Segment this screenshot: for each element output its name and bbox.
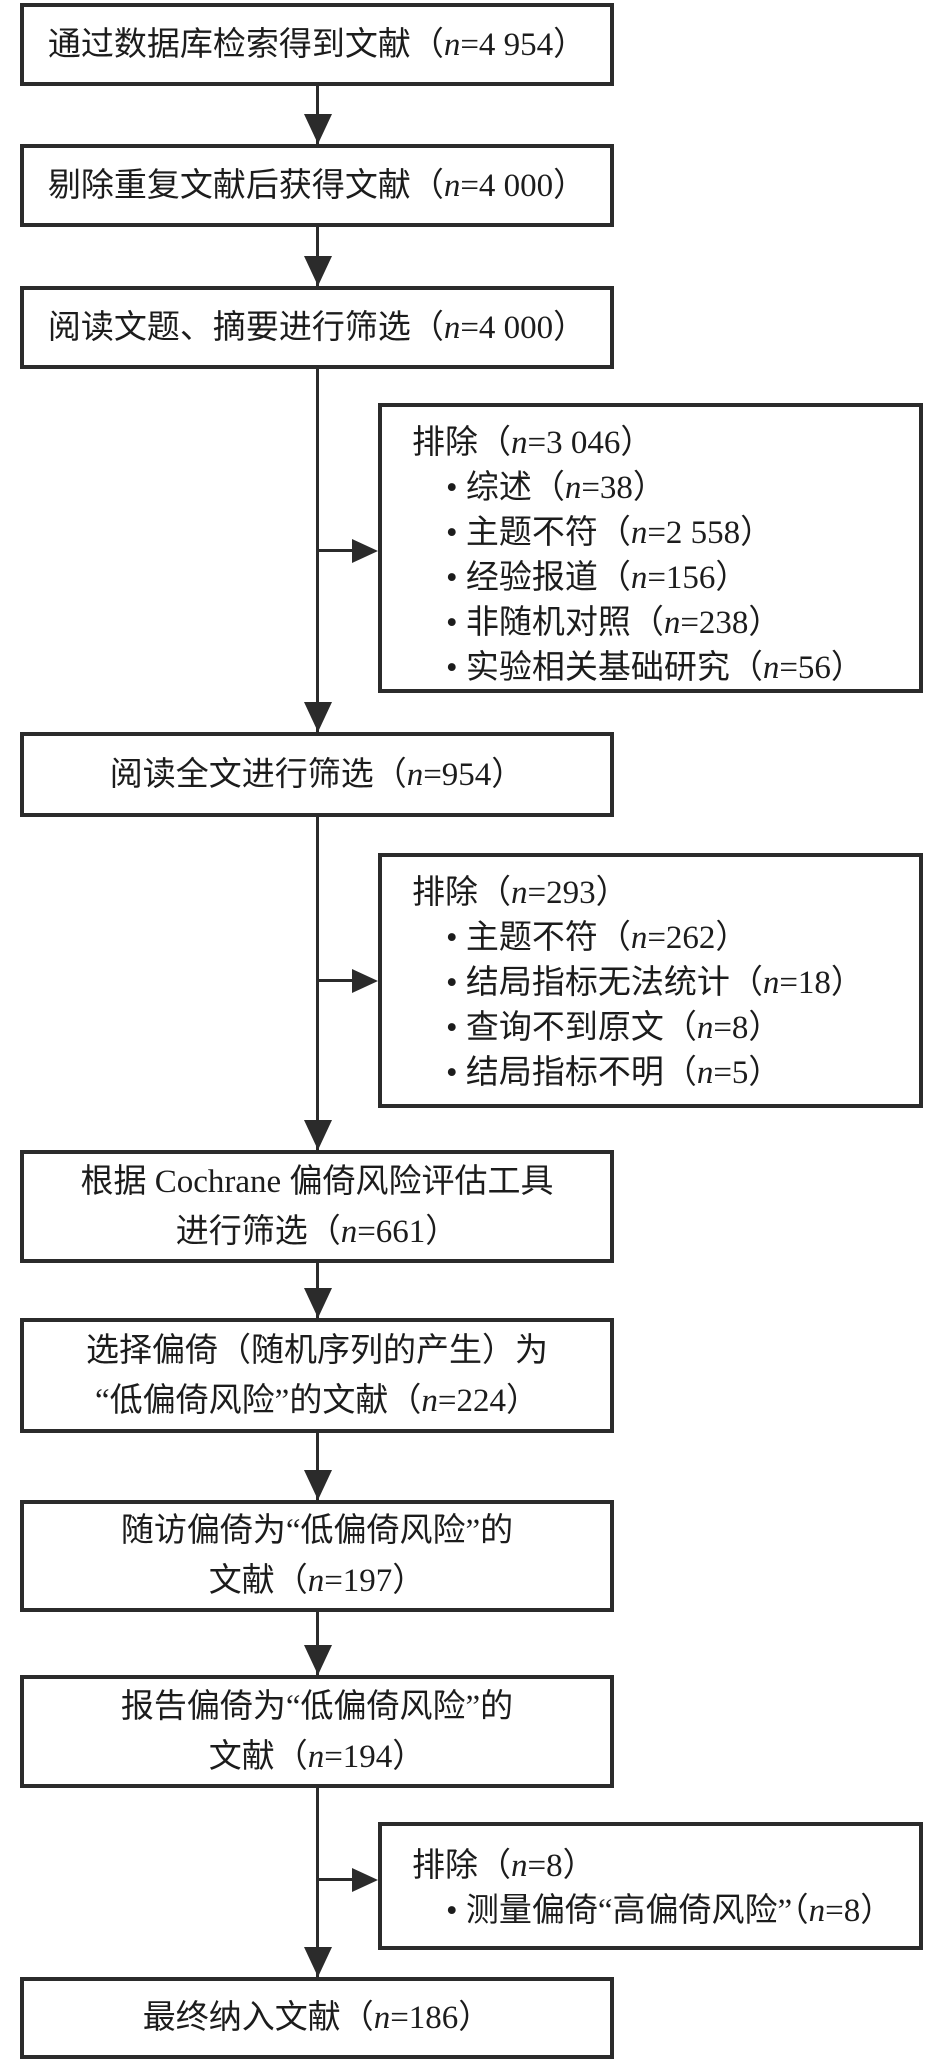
box-reporting-bias: 报告偏倚为“低偏倚风险”的 文献（n=194）	[20, 1675, 614, 1788]
arrow-down-8	[316, 1788, 319, 1977]
box-cochrane-tool: 根据 Cochrane 偏倚风险评估工具 进行筛选（n=661）	[20, 1150, 614, 1263]
exclusion-item: 主题不符（n=262）	[446, 916, 911, 961]
exclusion-item: 综述（n=38）	[446, 466, 911, 511]
box-text-line: 进行筛选（n=661）	[175, 1213, 459, 1250]
box-text-line: 剔除重复文献后获得文献（n=4 000）	[47, 167, 587, 204]
exclusion-box-3: 排除（n=8） 测量偏倚“高偏倚风险”（n=8）	[378, 1822, 923, 1950]
exclusion-item: 实验相关基础研究（n=56）	[446, 646, 911, 691]
box-selection-bias: 选择偏倚（随机序列的产生）为 “低偏倚风险”的文献（n=224）	[20, 1318, 614, 1433]
arrowhead-down-8	[304, 1947, 332, 1977]
exclusion-item: 经验报道（n=156）	[446, 556, 911, 601]
arrowhead-down-3	[304, 702, 332, 732]
exclusion-header: 排除（n=8）	[412, 1848, 596, 1884]
exclusion-box-2: 排除（n=293） 主题不符（n=262） 结局指标无法统计（n=18） 查询不…	[378, 853, 923, 1108]
arrowhead-down-7	[304, 1645, 332, 1675]
exclusion-header: 排除（n=293）	[412, 875, 629, 911]
arrowhead-down-4	[304, 1120, 332, 1150]
box-title-abstract-screen: 阅读文题、摘要进行筛选（n=4 000）	[20, 286, 614, 369]
box-text-line: 通过数据库检索得到文献（n=4 954）	[47, 26, 587, 63]
box-database-search: 通过数据库检索得到文献（n=4 954）	[20, 3, 614, 86]
exclusion-item: 测量偏倚“高偏倚风险”（n=8）	[446, 1889, 911, 1934]
box-text-line: 随访偏倚为“低偏倚风险”的	[120, 1513, 514, 1549]
arrowhead-down-2	[304, 256, 332, 286]
box-text-line: 文献（n=194）	[208, 1738, 426, 1775]
box-text-line: 阅读全文进行筛选（n=954）	[109, 756, 525, 793]
branch-arrowhead-3	[352, 1868, 378, 1892]
branch-arrowhead-1	[352, 539, 378, 563]
arrowhead-down-1	[304, 114, 332, 144]
arrow-down-4	[316, 817, 319, 1150]
box-text-line: 选择偏倚（随机序列的产生）为	[86, 1332, 548, 1369]
arrowhead-down-6	[304, 1470, 332, 1500]
exclusion-item: 查询不到原文（n=8）	[446, 1006, 911, 1051]
branch-arrowhead-2	[352, 969, 378, 993]
exclusion-item: 主题不符（n=2 558）	[446, 511, 911, 556]
branch-arrow-1	[318, 549, 356, 552]
exclusion-box-1: 排除（n=3 046） 综述（n=38） 主题不符（n=2 558） 经验报道（…	[378, 403, 923, 693]
box-final-included: 最终纳入文献（n=186）	[20, 1977, 614, 2059]
box-dedupe: 剔除重复文献后获得文献（n=4 000）	[20, 144, 614, 227]
exclusion-list: 主题不符（n=262） 结局指标无法统计（n=18） 查询不到原文（n=8） 结…	[412, 916, 911, 1096]
exclusion-item: 结局指标无法统计（n=18）	[446, 961, 911, 1006]
arrow-down-7	[316, 1612, 319, 1675]
box-text-line: 报告偏倚为“低偏倚风险”的	[120, 1688, 514, 1725]
exclusion-item: 非随机对照（n=238）	[446, 601, 911, 646]
box-text-line: 最终纳入文献（n=186）	[142, 2000, 492, 2036]
box-text-line: 根据 Cochrane 偏倚风险评估工具	[80, 1163, 554, 1200]
exclusion-item: 结局指标不明（n=5）	[446, 1051, 911, 1096]
arrow-down-3	[316, 369, 319, 732]
exclusion-list: 测量偏倚“高偏倚风险”（n=8）	[412, 1889, 911, 1934]
exclusion-header: 排除（n=3 046）	[412, 425, 654, 461]
exclusion-list: 综述（n=38） 主题不符（n=2 558） 经验报道（n=156） 非随机对照…	[412, 466, 911, 691]
box-text-line: 阅读文题、摘要进行筛选（n=4 000）	[47, 309, 587, 346]
box-fulltext-screen: 阅读全文进行筛选（n=954）	[20, 732, 614, 817]
box-text-line: 文献（n=197）	[208, 1563, 426, 1599]
box-text-line: “低偏倚风险”的文献（n=224）	[95, 1382, 539, 1419]
arrowhead-down-5	[304, 1288, 332, 1318]
branch-arrow-3	[318, 1878, 356, 1881]
box-followup-bias: 随访偏倚为“低偏倚风险”的 文献（n=197）	[20, 1500, 614, 1612]
branch-arrow-2	[318, 979, 356, 982]
arrow-down-6	[316, 1433, 319, 1500]
